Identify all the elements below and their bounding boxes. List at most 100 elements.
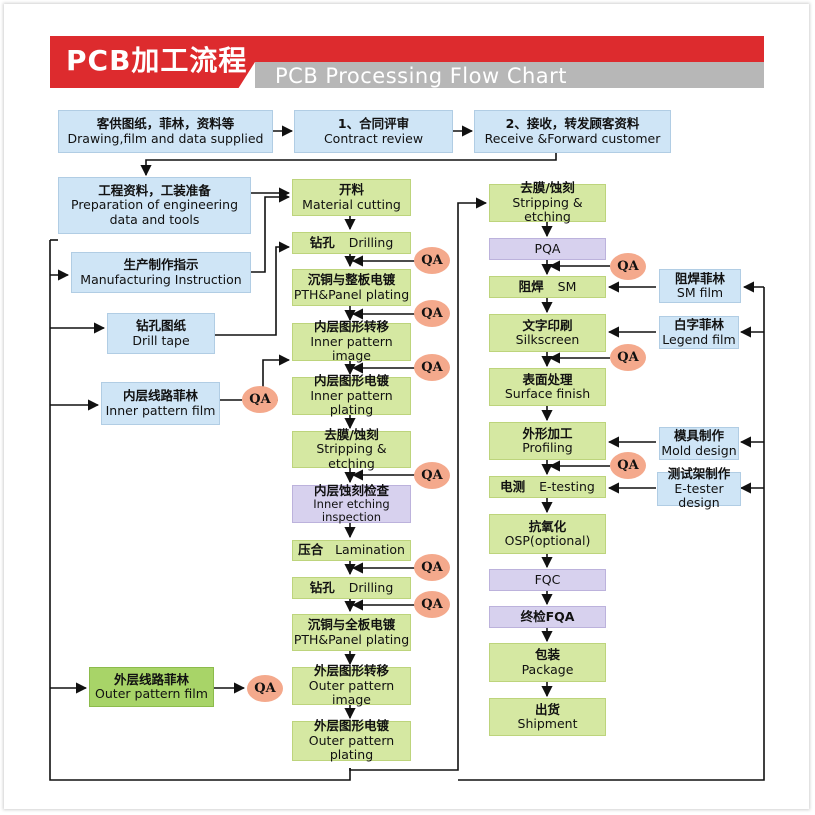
box-fqc: FQC xyxy=(489,569,606,591)
box-material-cutting: 开料 Material cutting xyxy=(292,179,411,216)
qa-badge: QA xyxy=(610,253,646,280)
box-label-cn: 包装 xyxy=(534,647,560,663)
box-legend-film: 白字菲林 Legend film xyxy=(659,316,739,349)
box-label-cn: 钻孔 xyxy=(309,579,335,595)
box-e-testing: 电测 E-testing xyxy=(489,476,606,498)
box-label-cn: 沉铜与全板电镀 xyxy=(307,617,396,633)
box-contract-review: 1、合同评审 Contract review xyxy=(294,110,453,153)
qa-badge: QA xyxy=(247,675,283,702)
box-label-en: Outer pattern plating xyxy=(308,732,395,763)
box-profiling: 外形加工 Profiling xyxy=(489,422,606,460)
box-label-en: Material cutting xyxy=(302,196,401,212)
box-label-en: Contract review xyxy=(323,130,424,146)
qa-badge: QA xyxy=(242,386,278,413)
box-label-cn: 内层蚀刻检查 xyxy=(313,482,389,498)
box-shipment: 出货 Shipment xyxy=(489,698,606,736)
header-gray-band xyxy=(255,60,764,88)
box-outer-pattern-image: 外层图形转移 Outer pattern image xyxy=(292,663,411,708)
box-lamination: 压合 Lamination xyxy=(292,540,411,561)
qa-badge: QA xyxy=(414,554,450,581)
box-label-en: Inner pattern image xyxy=(310,333,393,364)
box-label-en: OSP(optional) xyxy=(504,533,591,548)
box-label-cn: 电测 xyxy=(500,478,526,494)
box-label-cn: 外层图形转移 xyxy=(313,663,389,679)
box-label-en: E-tester design xyxy=(674,480,724,511)
box-label-en: PTH&Panel plating xyxy=(293,631,410,647)
box-drilling-2: 钻孔 Drilling xyxy=(292,577,411,599)
box-label-cn: 模具制作 xyxy=(673,428,724,444)
box-surface-finish: 表面处理 Surface finish xyxy=(489,368,606,406)
box-label-cn: 外层线路菲林 xyxy=(113,671,189,687)
box-label-cn: 内层图形转移 xyxy=(313,319,389,335)
box-label-cn: 内层图形电镀 xyxy=(313,373,389,389)
box-package: 包装 Package xyxy=(489,643,606,682)
box-e-tester-design: 测试架制作 E-tester design xyxy=(657,467,741,510)
box-label-en: Surface finish xyxy=(504,386,591,401)
box-label-cn: 沉铜与整板电镀 xyxy=(307,272,396,288)
box-label-en: Lamination xyxy=(335,542,405,558)
qa-badge: QA xyxy=(610,344,646,371)
qa-badge: QA xyxy=(414,462,450,489)
box-label-en: Manufacturing Instruction xyxy=(80,271,242,287)
qa-badge: QA xyxy=(414,247,450,274)
box-label-en: Drill tape xyxy=(132,332,190,348)
box-pqa: PQA xyxy=(489,238,606,260)
box-label-cn: 终检FQA xyxy=(520,608,575,624)
box-label-en: Inner etching inspection xyxy=(313,496,390,525)
box-solder-mask: 阻焊 SM xyxy=(489,276,606,298)
box-label-cn: 钻孔图纸 xyxy=(135,318,186,334)
qa-badge: QA xyxy=(414,354,450,381)
box-manufacturing-instruction: 生产制作指示 Manufacturing Instruction xyxy=(71,252,251,293)
box-label-en: Stripping & etching xyxy=(316,441,387,471)
box-inner-pattern-film: 内层线路菲林 Inner pattern film xyxy=(101,382,220,425)
box-label-en: Preparation of engineering data and tool… xyxy=(71,197,238,227)
box-label-en: Stripping & etching xyxy=(512,194,583,225)
box-label-cn: 外层图形电镀 xyxy=(313,718,389,734)
box-label-en: Drilling xyxy=(348,234,394,250)
box-silkscreen: 文字印刷 Silkscreen xyxy=(489,314,606,352)
box-label-cn: 文字印刷 xyxy=(522,317,573,333)
box-label-en: SM film xyxy=(676,285,724,300)
box-mold-design: 模具制作 Mold design xyxy=(659,427,739,460)
box-label-en: FQC xyxy=(534,571,561,587)
box-label-cn: 1、合同评审 xyxy=(337,116,410,132)
box-label-cn: 阻焊 xyxy=(518,278,544,294)
box-stripping-etching-1: 去膜/蚀刻 Stripping & etching xyxy=(292,426,411,471)
box-label-en: SM xyxy=(557,278,577,294)
header-title-tab xyxy=(50,36,255,88)
box-drill-tape: 钻孔图纸 Drill tape xyxy=(107,313,215,354)
box-drawing-film-data: 客供图纸，菲林，资料等 Drawing,film and data suppli… xyxy=(58,110,273,153)
box-label-en: PTH&Panel plating xyxy=(293,286,410,302)
chart-title-en: PCB Processing Flow Chart xyxy=(275,64,568,88)
box-inner-pattern-plating: 内层图形电镀 Inner pattern plating xyxy=(292,373,411,418)
qa-badge: QA xyxy=(414,591,450,618)
box-label-en: Legend film xyxy=(662,331,736,347)
box-label-cn: 压合 xyxy=(298,542,324,558)
box-label-cn: 外形加工 xyxy=(522,425,573,441)
box-label-cn: 去膜/蚀刻 xyxy=(520,180,575,196)
box-outer-pattern-film: 外层线路菲林 Outer pattern film xyxy=(89,667,214,707)
box-label-en: Drilling xyxy=(348,579,394,595)
box-label-cn: 钻孔 xyxy=(309,234,335,250)
box-label-cn: 工程资料，工装准备 xyxy=(98,182,211,198)
box-osp: 抗氧化 OSP(optional) xyxy=(489,514,606,554)
box-label-cn: 内层线路菲林 xyxy=(122,388,198,404)
box-label-cn: 开料 xyxy=(338,182,364,198)
box-label-en: Outer pattern image xyxy=(308,677,395,708)
box-label-en: Silkscreen xyxy=(515,332,580,347)
box-stripping-etching-2: 去膜/蚀刻 Stripping & etching xyxy=(489,180,606,225)
box-pth-panel-plating-1: 沉铜与整板电镀 PTH&Panel plating xyxy=(292,269,411,306)
box-inner-etching-inspection: 内层蚀刻检查 Inner etching inspection xyxy=(292,482,411,525)
box-label-cn: 抗氧化 xyxy=(528,518,567,534)
box-label-en: E-testing xyxy=(539,478,595,494)
box-label-en: Inner pattern plating xyxy=(310,387,393,418)
box-label-en: Receive &Forward customer xyxy=(484,130,661,146)
box-label-en: Shipment xyxy=(517,716,578,731)
chart-title-cn: PCB加工流程 xyxy=(66,44,248,77)
box-engineering-prep: 工程资料，工装准备 Preparation of engineering dat… xyxy=(58,177,251,234)
box-label-cn: 去膜/蚀刻 xyxy=(324,426,379,442)
box-label-en: Drawing,film and data supplied xyxy=(67,130,264,146)
box-outer-pattern-plating: 外层图形电镀 Outer pattern plating xyxy=(292,718,411,763)
box-label-en: Package xyxy=(521,661,574,677)
